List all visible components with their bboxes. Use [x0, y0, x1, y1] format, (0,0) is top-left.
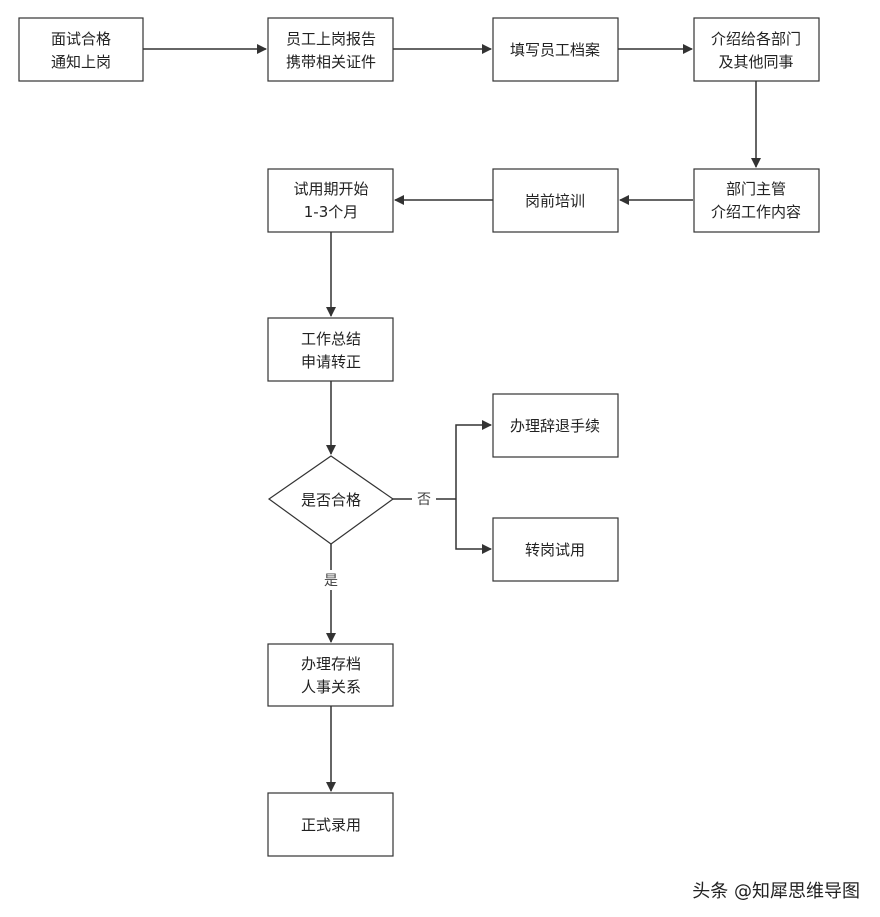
node-hired [267, 792, 394, 857]
node-dismiss [492, 393, 619, 458]
node-summary-line1: 工作总结 [301, 330, 361, 348]
node-pre-training [492, 168, 619, 233]
node-report-duty [267, 17, 394, 82]
node-archive-line2: 人事关系 [301, 678, 361, 696]
node-dismiss-line1: 办理辞退手续 [510, 417, 600, 435]
node-archive-line1: 办理存档 [301, 655, 361, 673]
node-transfer-line1: 转岗试用 [525, 541, 585, 559]
watermark: 头条 @知犀思维导图 [692, 881, 860, 902]
node-fill-profile-line1: 填写员工档案 [510, 41, 600, 59]
node-pre-training-line1: 岗前培训 [525, 192, 585, 210]
node-hired-line1: 正式录用 [301, 816, 361, 834]
nodes [18, 17, 820, 857]
node-introduce-line2: 及其他同事 [718, 53, 793, 71]
node-report-duty-line2: 携带相关证件 [286, 53, 376, 71]
node-supervisor [693, 168, 820, 233]
node-summary-line2: 申请转正 [301, 353, 361, 371]
node-transfer [492, 517, 619, 582]
node-probation [267, 168, 394, 233]
edge-no-n10 [455, 499, 492, 554]
node-introduce [693, 17, 820, 82]
node-labels: 面试合格 通知上岗 员工上岗报告 携带相关证件 填写员工档案 介绍给各部门 及其… [51, 30, 801, 834]
node-interview-pass [18, 17, 144, 82]
edge-label-yes: 是 [324, 573, 338, 589]
edge-label-no: 否 [417, 492, 431, 508]
node-summary [267, 317, 394, 382]
node-archive [267, 643, 394, 707]
edges [143, 44, 761, 792]
decision-qualified-label: 是否合格 [301, 491, 361, 509]
node-interview-pass-line2: 通知上岗 [51, 53, 111, 71]
node-supervisor-line2: 介绍工作内容 [711, 203, 801, 221]
node-interview-pass-line1: 面试合格 [51, 30, 111, 48]
node-probation-line1: 试用期开始 [293, 180, 368, 198]
node-supervisor-line1: 部门主管 [726, 180, 786, 198]
node-introduce-line1: 介绍给各部门 [711, 30, 801, 48]
edge-no-n9 [455, 420, 492, 499]
node-probation-line2: 1-3个月 [304, 203, 359, 221]
decision-qualified [267, 455, 395, 545]
node-fill-profile [492, 17, 619, 82]
node-report-duty-line1: 员工上岗报告 [286, 30, 376, 48]
